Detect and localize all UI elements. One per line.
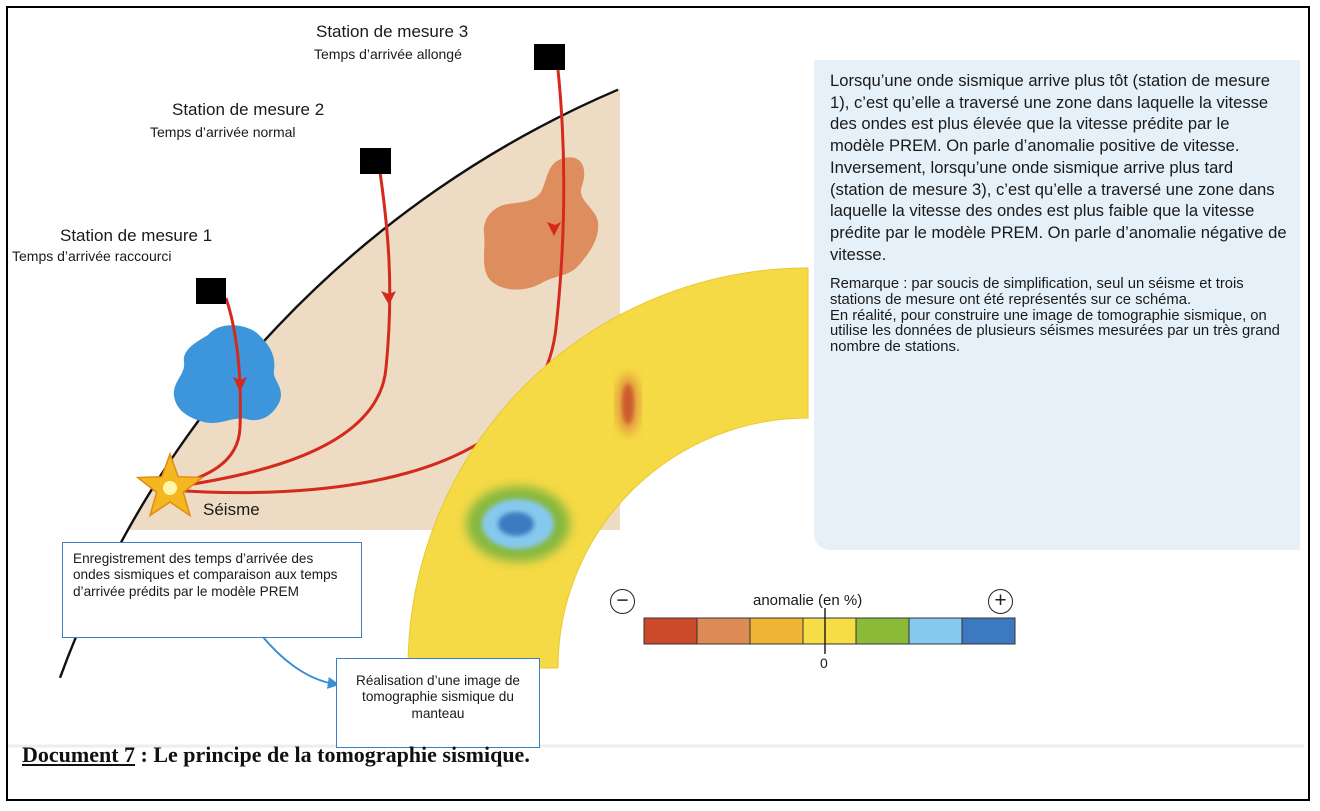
ray-to-station-2 xyxy=(169,171,392,490)
station-3-name: Station de mesure 3 xyxy=(316,22,469,41)
diagram-canvas xyxy=(8,44,1304,748)
seisme-focus-glow xyxy=(163,481,177,495)
caption-title: : Le principe de la tomographie sismique… xyxy=(135,742,530,767)
figure-caption: Document 7 : Le principe de la tomograph… xyxy=(22,742,530,768)
plus-sign-icon: + xyxy=(988,589,1013,614)
station-1-name: Station de mesure 1 xyxy=(60,226,213,245)
legend-swatch-6 xyxy=(908,617,963,645)
station-2-time: Temps d’arrivée normal xyxy=(150,124,296,140)
station-3-marker xyxy=(534,44,565,70)
result-box: Réalisation d’une image de tomographie s… xyxy=(336,658,540,748)
station-1-time: Temps d’arrivée raccourci xyxy=(12,248,172,264)
anomaly-color-scale xyxy=(643,617,1016,645)
legend-swatch-1 xyxy=(643,617,698,645)
explanation-panel: Lorsqu’une onde sismique arrive plus tôt… xyxy=(814,60,1300,550)
legend-swatch-5 xyxy=(855,617,910,645)
legend-title: anomalie (en %) xyxy=(753,592,863,609)
fast-velocity-anomaly xyxy=(173,325,281,423)
remark-note: Remarque : par soucis de simplification,… xyxy=(830,276,1244,308)
legend-swatch-2 xyxy=(696,617,751,645)
station-3-time: Temps d’arrivée allongé xyxy=(314,46,462,62)
station-2-name: Station de mesure 2 xyxy=(172,100,325,119)
tomography-image xyxy=(407,267,809,669)
station-2-marker xyxy=(360,148,391,174)
recording-box: Enregistrement des temps d’arrivée des o… xyxy=(62,542,362,638)
legend-zero-label: 0 xyxy=(820,655,828,671)
ray-2-arrowhead xyxy=(381,291,396,305)
legend-swatch-3 xyxy=(749,617,804,645)
legend-swatch-7 xyxy=(961,617,1016,645)
minus-sign-icon: − xyxy=(610,589,635,614)
seisme-label: Séisme xyxy=(203,500,260,519)
reality-note: En réalité, pour construire une image de… xyxy=(830,307,1280,355)
station-1-marker xyxy=(196,278,226,304)
figure-frame: Station de mesure 3 Temps d’arrivée allo… xyxy=(6,6,1310,801)
caption-document-number: Document 7 xyxy=(22,742,136,767)
explanation-paragraph-1: Lorsqu’une onde sismique arrive plus tôt… xyxy=(830,71,1270,156)
slow-velocity-anomaly xyxy=(483,157,599,290)
explanation-paragraph-2: Inversement, lorsqu’une onde sismique ar… xyxy=(830,157,1287,264)
ray-1-arrowhead xyxy=(233,377,247,392)
legend-swatch-4 xyxy=(802,617,857,645)
ray-3-arrowhead xyxy=(547,222,561,236)
